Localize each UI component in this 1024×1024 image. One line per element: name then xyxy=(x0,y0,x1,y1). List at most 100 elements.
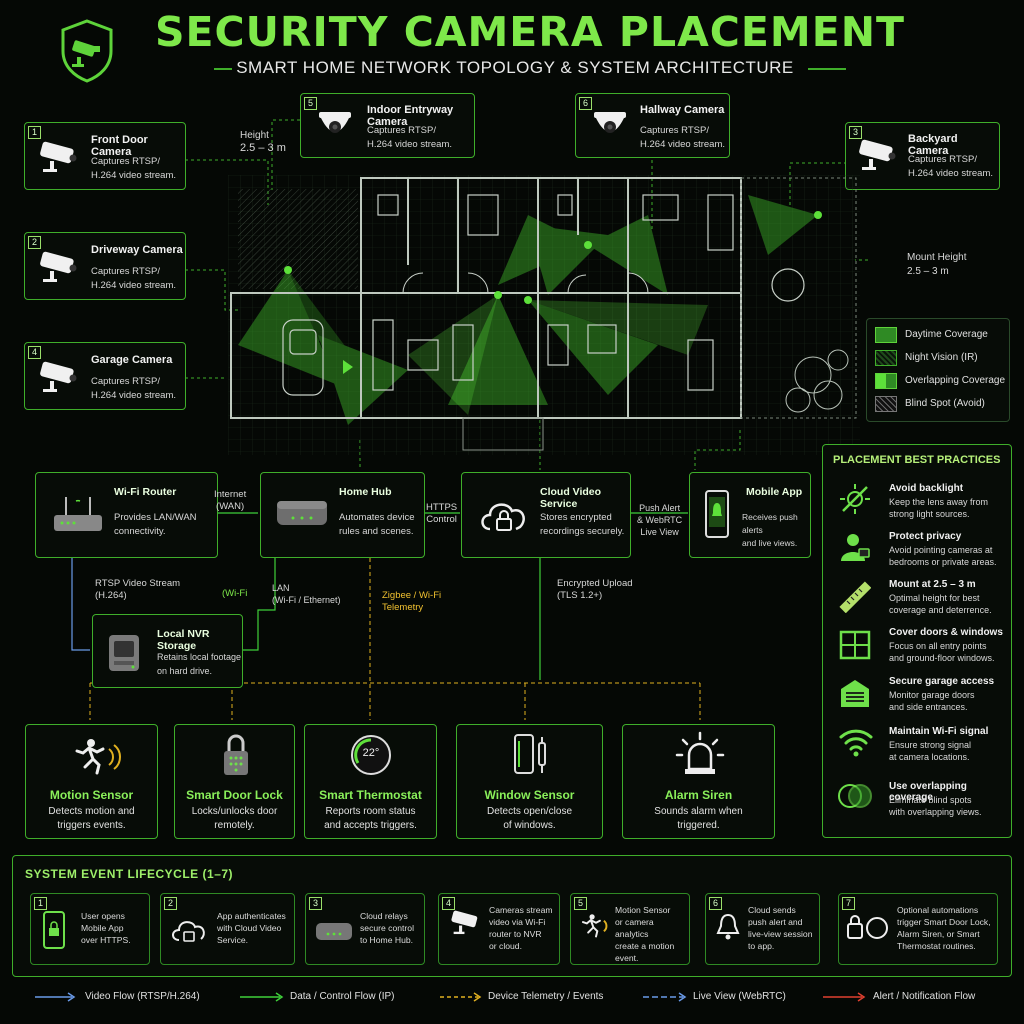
camera-title: Front Door Camera xyxy=(91,134,148,158)
running-person-icon xyxy=(75,739,121,775)
mount-height-title: Mount Height xyxy=(907,252,967,263)
hub-icon xyxy=(316,923,352,940)
mount-height-right: Mount Height 2.5 – 3 m xyxy=(907,252,966,278)
running-person-icon xyxy=(581,914,608,938)
bullet-camera-icon xyxy=(40,361,77,392)
bp-title: Protect privacy xyxy=(889,531,962,542)
camera-number: 1 xyxy=(28,126,41,139)
logo-shield-icon xyxy=(58,18,116,84)
best-practices-panel: PLACEMENT BEST PRACTICES Avoid backlight… xyxy=(822,444,1012,838)
link-lan: LAN (Wi-Fi / Ethernet) xyxy=(272,583,341,605)
camera-card-front-door[interactable]: 1 Front Door Camera Captures RTSP/ H.264… xyxy=(24,122,186,190)
camera-number: 4 xyxy=(28,346,41,359)
bullet-camera-icon xyxy=(451,910,478,935)
flow-legend-data: Data / Control Flow (IP) xyxy=(290,991,395,1002)
camera-card-driveway[interactable]: 2 Driveway Camera Captures RTSP/ H.264 v… xyxy=(24,232,186,300)
step-number: 7 xyxy=(842,897,855,910)
camera-title: Driveway Camera xyxy=(91,244,183,256)
device-title: Smart Thermostat xyxy=(319,788,422,802)
link-encrypted: Encrypted Upload (TLS 1.2+) xyxy=(557,578,633,601)
garage-icon xyxy=(841,680,869,707)
dome-camera-icon xyxy=(319,112,351,133)
step-text: Cloud relays secure control to Home Hub. xyxy=(360,911,414,945)
nvr-title: Local NVR Storage xyxy=(157,628,210,652)
bullet-camera-icon xyxy=(40,141,77,172)
padlock-icon xyxy=(224,734,248,775)
step-number: 3 xyxy=(309,897,322,910)
camera-card-backyard[interactable]: 3 Backyard Camera Captures RTSP/ H.264 v… xyxy=(845,122,1000,190)
camera-number: 5 xyxy=(304,97,317,110)
alarm-siren-card[interactable]: Alarm Siren Sounds alarm when triggered. xyxy=(622,724,775,839)
lifecycle-step-5: 5 Motion Sensor or camera analytics crea… xyxy=(570,893,690,965)
device-desc: Sounds alarm when triggered. xyxy=(654,806,743,831)
cloud-service-card[interactable]: Cloud Video Service Stores encrypted rec… xyxy=(461,472,631,558)
link-https: HTTPS Control xyxy=(426,502,458,525)
cloud-lock-icon xyxy=(481,503,525,531)
legend-daytime: Daytime Coverage xyxy=(905,329,988,340)
camera-card-indoor-entryway[interactable]: 5 Indoor Entryway Camera Captures RTSP/ … xyxy=(300,93,475,158)
router-title: Wi-Fi Router xyxy=(114,486,177,498)
flow-legend-alert: Alert / Notification Flow xyxy=(873,991,976,1002)
floor-plan xyxy=(228,175,860,455)
phone-icon xyxy=(705,490,729,538)
swatch-overlap xyxy=(875,373,897,389)
camera-desc: Captures RTSP/ H.264 video stream. xyxy=(91,266,177,291)
step-text: Cameras stream video via Wi-Fi router to… xyxy=(489,905,553,951)
lifecycle-step-7: 7 Optional automations trigger Smart Doo… xyxy=(838,893,998,965)
bp-desc: Ensure strong signal at camera locations… xyxy=(889,740,972,762)
hub-icon xyxy=(277,501,327,525)
lock-thermostat-icon xyxy=(847,915,888,939)
legend-night: Night Vision (IR) xyxy=(905,352,978,363)
window-sensor-icon xyxy=(514,734,546,774)
step-text: Cloud sends push alert and live-view ses… xyxy=(748,905,813,951)
camera-number: 2 xyxy=(28,236,41,249)
link-wifi: (Wi-Fi xyxy=(222,588,248,599)
mount-height-value: 2.5 – 3 m xyxy=(240,142,286,154)
page-title: SECURITY CAMERA PLACEMENT xyxy=(155,8,905,56)
bp-desc: Optimal height for best coverage and det… xyxy=(889,593,992,615)
app-desc: Receives push alerts and live views. xyxy=(742,512,798,548)
step-text: Optional automations trigger Smart Door … xyxy=(897,905,991,951)
step-number: 1 xyxy=(34,897,47,910)
router-icon xyxy=(54,497,102,531)
step-number: 2 xyxy=(164,897,177,910)
bp-desc: Monitor garage doors and side entrances. xyxy=(889,690,975,712)
bp-desc: Eliminate blind spots with overlapping v… xyxy=(889,795,982,817)
smart-door-lock-card[interactable]: Smart Door Lock Locks/unlocks door remot… xyxy=(174,724,295,839)
link-rtsp: RTSP Video Stream (H.264) xyxy=(95,578,181,601)
device-desc: Locks/unlocks door remotely. xyxy=(191,806,278,831)
hub-desc: Automates device rules and scenes. xyxy=(339,512,415,537)
privacy-person-icon xyxy=(841,534,870,561)
app-title: Mobile App xyxy=(746,486,803,498)
step-number: 4 xyxy=(442,897,455,910)
camera-card-hallway[interactable]: 6 Hallway Camera Captures RTSP/ H.264 vi… xyxy=(575,93,730,158)
bell-icon xyxy=(716,913,740,940)
camera-title: Indoor Entryway Camera xyxy=(367,104,454,128)
link-push: Push Alert & WebRTC Live View xyxy=(637,503,683,537)
device-desc: Detects motion and triggers events. xyxy=(48,806,135,831)
lifecycle-step-3: 3 Cloud relays secure control to Home Hu… xyxy=(305,893,425,965)
device-title: Alarm Siren xyxy=(664,788,733,802)
local-nvr-card[interactable]: Local NVR Storage Retains local footage … xyxy=(92,614,243,688)
wifi-signal-icon xyxy=(839,729,873,757)
nvr-desc: Retains local footage on hard drive. xyxy=(157,652,242,676)
thermostat-icon xyxy=(351,735,391,775)
wifi-router-card[interactable]: Wi-Fi Router Provides LAN/WAN connectivi… xyxy=(35,472,218,558)
link-internet: Internet (WAN) xyxy=(214,489,247,512)
smart-thermostat-card[interactable]: 22° Smart Thermostat Reports room status… xyxy=(304,724,437,839)
nvr-drive-icon xyxy=(109,635,139,671)
motion-sensor-card[interactable]: Motion Sensor Detects motion and trigger… xyxy=(25,724,158,839)
mount-height-left: Height 2.5 – 3 m xyxy=(240,130,286,154)
lifecycle-step-1: 1 User opens Mobile App over HTTPS. xyxy=(30,893,150,965)
legend-blind: Blind Spot (Avoid) xyxy=(905,398,985,409)
flow-legend-liveview: Live View (WebRTC) xyxy=(693,991,786,1002)
device-title: Smart Door Lock xyxy=(186,788,283,802)
camera-card-garage[interactable]: 4 Garage Camera Captures RTSP/ H.264 vid… xyxy=(24,342,186,410)
home-hub-card[interactable]: Home Hub Automates device rules and scen… xyxy=(260,472,425,558)
bp-desc: Keep the lens away from strong light sou… xyxy=(889,497,989,519)
mobile-app-card[interactable]: Mobile App Receives push alerts and live… xyxy=(689,472,811,558)
cloud-title: Cloud Video Service xyxy=(540,486,602,510)
window-sensor-card[interactable]: Window Sensor Detects open/close of wind… xyxy=(456,724,603,839)
bp-title: Avoid backlight xyxy=(889,483,964,494)
siren-icon xyxy=(675,731,725,774)
